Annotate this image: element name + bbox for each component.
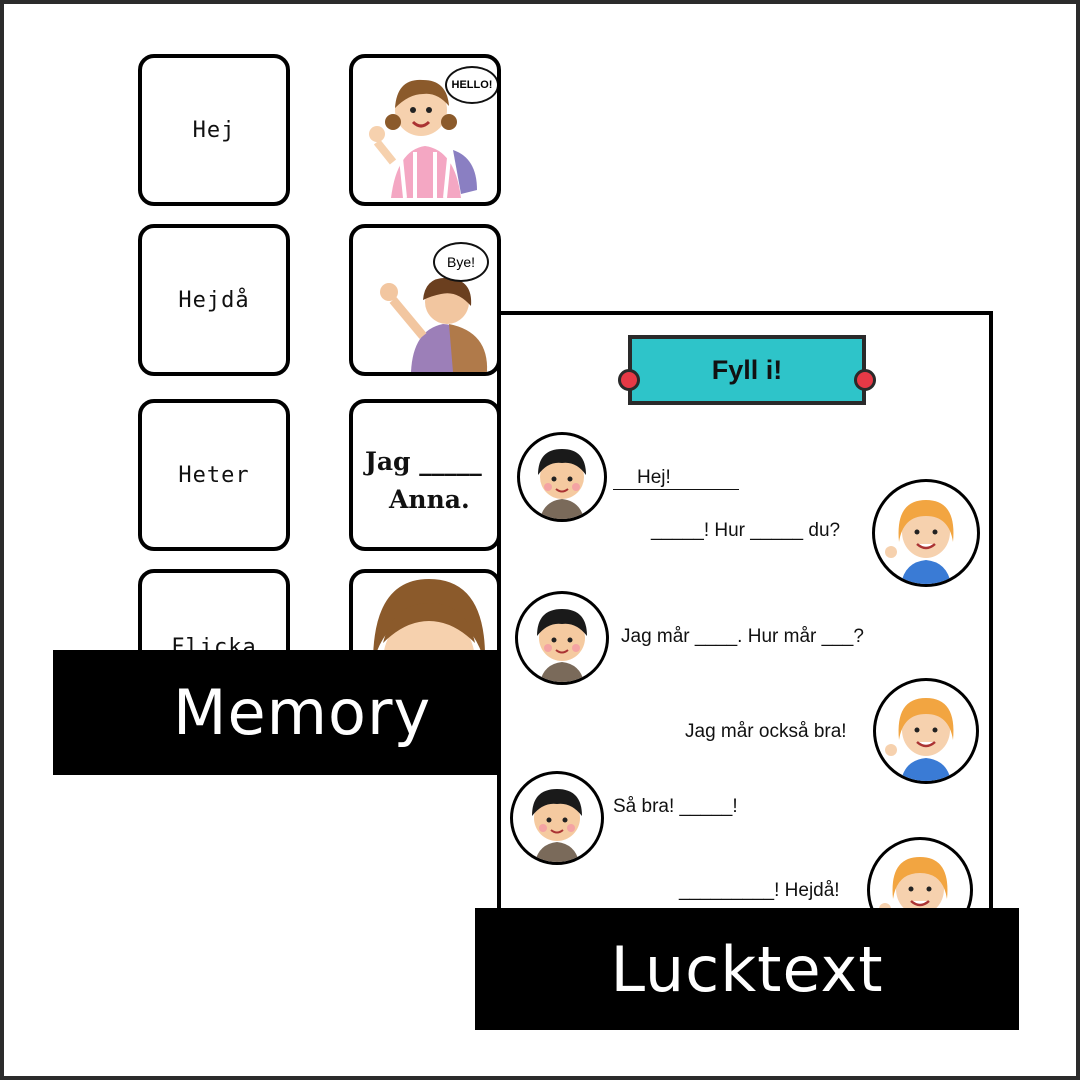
card-word: Hejdå — [178, 287, 250, 313]
boy-face-icon — [538, 449, 586, 519]
sentence-line-1: Jag _____ — [365, 447, 482, 476]
boy-face-icon — [532, 789, 582, 862]
memory-card-sentence[interactable]: Jag _____ Anna. — [349, 399, 501, 551]
card-word: Heter — [178, 462, 250, 488]
boy-avatar — [517, 432, 607, 522]
memory-card-picture[interactable]: Bye! — [349, 224, 501, 376]
memory-card-word[interactable]: Heter — [138, 399, 290, 551]
speech-bubble: HELLO! — [445, 66, 497, 104]
dialogue-line: _____! Hur _____ du? — [651, 520, 841, 541]
dialogue-line: Så bra! _____! — [613, 796, 738, 817]
speech-bubble: Bye! — [433, 242, 489, 282]
worksheet: Fyll i! Hej! _____! Hur _____ du? — [497, 311, 993, 931]
boy-avatar — [510, 771, 604, 865]
girl-face-icon — [879, 857, 948, 915]
girl-face-icon — [885, 698, 954, 781]
dialogue-line: Jag mår också bra! — [685, 721, 847, 742]
boy-avatar — [515, 591, 609, 685]
dialogue-line: Hej! — [613, 467, 739, 490]
card-word: Hej — [192, 117, 236, 143]
waving-boy-icon — [380, 277, 488, 372]
title-dot-left — [618, 369, 640, 391]
waving-girl-icon — [369, 79, 477, 199]
memory-card-word[interactable]: Hejdå — [138, 224, 290, 376]
dialogue-line: _________! Hejdå! — [679, 880, 840, 901]
lucktext-banner: Lucktext — [475, 908, 1019, 1030]
title-dot-right — [854, 369, 876, 391]
memory-card-word[interactable]: Hej — [138, 54, 290, 206]
memory-card-picture[interactable]: HELLO! — [349, 54, 501, 206]
girl-face-icon — [885, 500, 954, 584]
girl-avatar — [873, 678, 979, 784]
dialogue-line: Jag mår ____. Hur mår ___? — [621, 626, 864, 647]
sentence-line-2: Anna. — [389, 485, 470, 514]
worksheet-title: Fyll i! — [628, 335, 866, 405]
memory-banner: Memory — [53, 650, 497, 775]
boy-face-icon — [537, 609, 587, 682]
girl-avatar — [872, 479, 980, 587]
